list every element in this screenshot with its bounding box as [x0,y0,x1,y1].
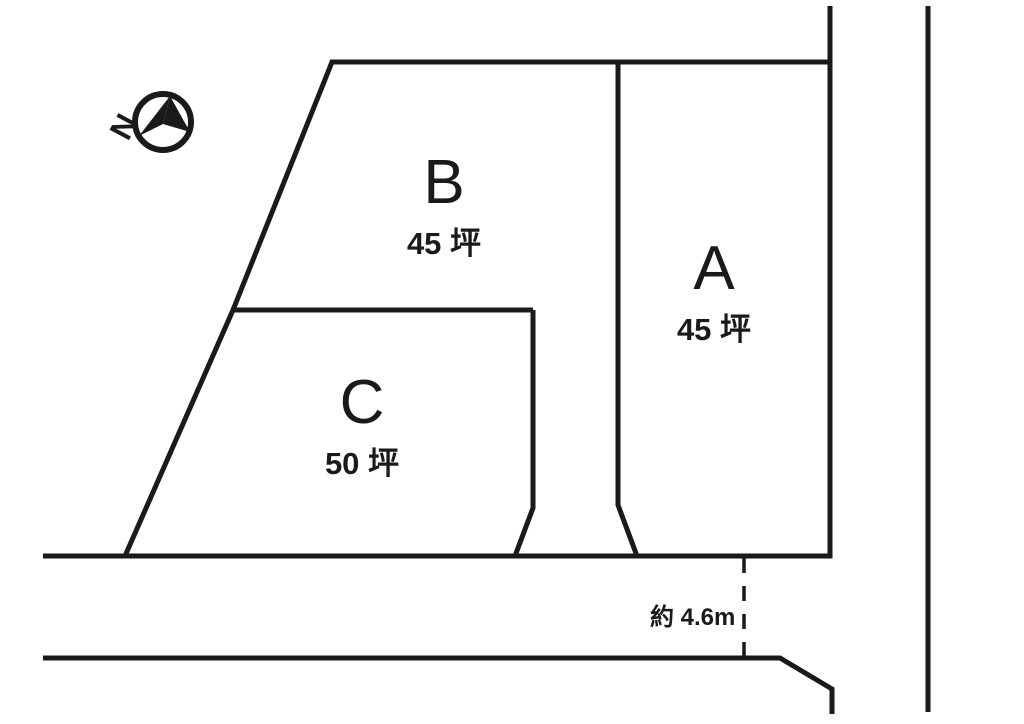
lot-label-a: A 45 坪 [650,234,778,347]
lot-c-right-edge [512,310,536,557]
road-bottom-kerb [43,655,835,714]
lot-area-c: 50 坪 [324,446,400,481]
lot-label-b: B 45 坪 [380,148,508,261]
lot-area-b: 45 坪 [406,226,482,261]
lot-letter-c: C [339,368,385,437]
lot-b-a-divider [615,62,640,557]
compass-needle-icon [139,96,190,136]
north-arrow-compass: N [104,91,194,153]
lot-label-c: C 50 坪 [298,368,426,481]
road-width-dimension-label: 約 4.6m [650,604,736,631]
lot-letter-a: A [693,234,735,303]
lot-letter-b: B [423,148,465,217]
lot-area-a: 45 坪 [676,312,752,347]
